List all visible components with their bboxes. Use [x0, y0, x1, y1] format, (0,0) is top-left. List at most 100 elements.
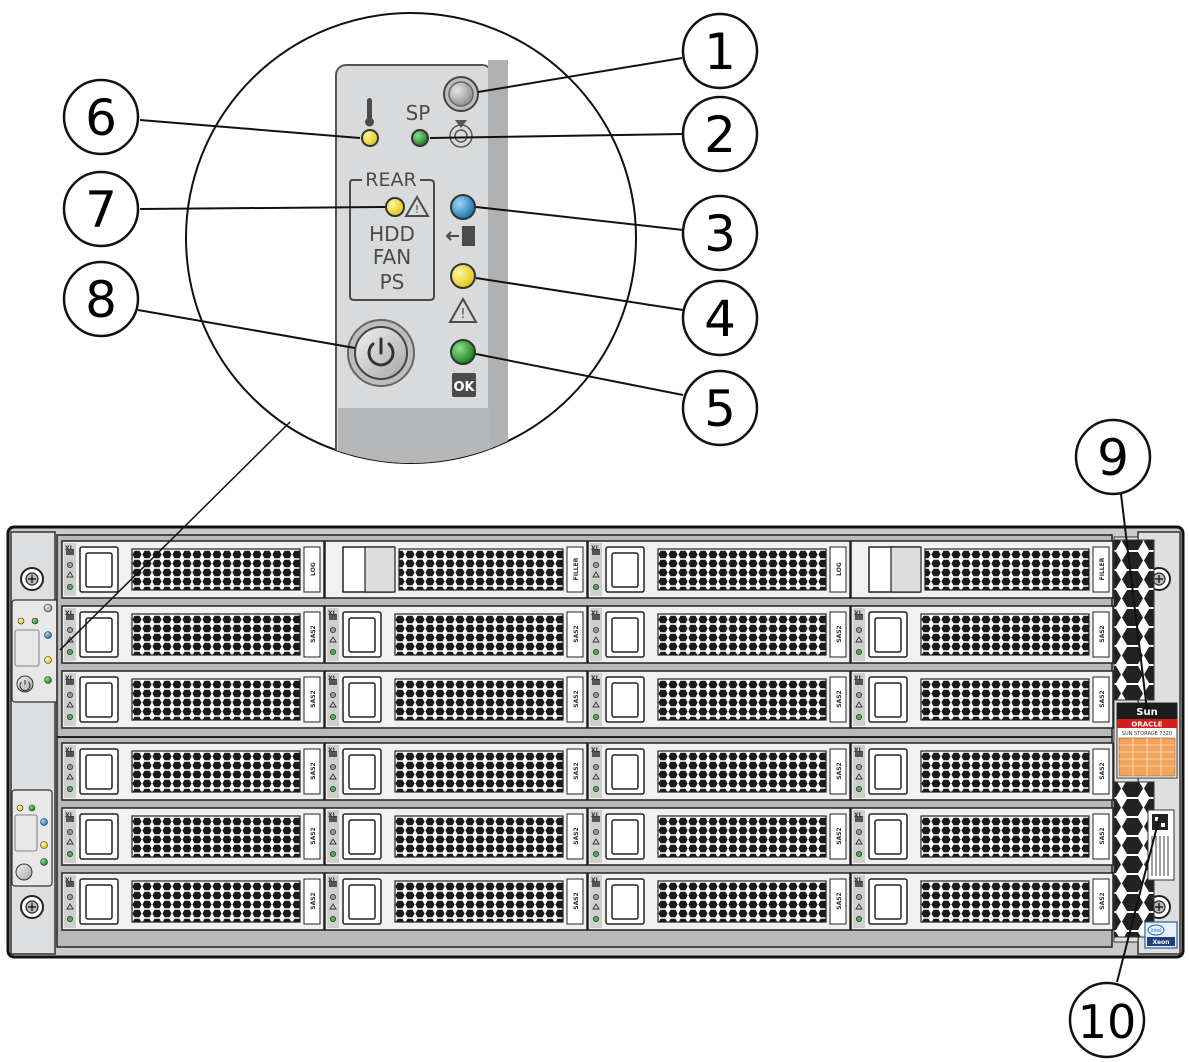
- drive-type-label: FILLER: [573, 557, 580, 580]
- drive-bay: [324, 605, 588, 664]
- drive-filler-panel: [850, 540, 1114, 599]
- callout-2: 2: [681, 95, 759, 173]
- sun-logo: Sun: [1136, 707, 1157, 718]
- drive-bay: [587, 742, 851, 801]
- drive-bay: [587, 540, 851, 599]
- drive-bay: [850, 670, 1114, 729]
- drive-type-label: SAS2: [310, 827, 317, 844]
- rear-fault-led: [385, 197, 405, 217]
- drive-xl-label: XL: [65, 812, 74, 819]
- drive-type-label: SAS2: [836, 762, 843, 779]
- drive-xl-label: XL: [328, 747, 337, 754]
- drive-type-label: SAS2: [573, 625, 580, 642]
- svg-text:3: 3: [704, 205, 736, 263]
- power-button-icon: [367, 337, 395, 367]
- drive-xl-label: XL: [65, 675, 74, 682]
- callout-6: 6: [62, 78, 140, 156]
- svg-text:5: 5: [704, 380, 736, 438]
- drive-xl-label: XL: [65, 877, 74, 884]
- service-action-led: [450, 194, 476, 220]
- mini-control-panel-lower: [11, 789, 53, 887]
- drive-xl-label: XL: [591, 675, 600, 682]
- drive-xl-label: XL: [591, 812, 600, 819]
- svg-text:Xeon: Xeon: [1153, 939, 1170, 946]
- drive-bay: [61, 742, 325, 801]
- drive-bay: [324, 670, 588, 729]
- intel-xeon-badge: intel Xeon: [1144, 921, 1178, 949]
- service-action-icon: [445, 226, 475, 246]
- svg-text:4: 4: [704, 290, 736, 348]
- callout-9: 9: [1074, 418, 1152, 496]
- drive-type-label: SAS2: [310, 690, 317, 707]
- product-label: Sun ORACLE SUN STORAGE 7320: [1116, 702, 1178, 779]
- drive-type-label: SAS2: [1099, 827, 1106, 844]
- drive-bay: [61, 872, 325, 931]
- drive-xl-label: XL: [591, 545, 600, 552]
- callout-7: 7: [62, 170, 140, 248]
- svg-text:1: 1: [704, 23, 736, 81]
- callout-4: 4: [681, 279, 759, 357]
- drive-xl-label: XL: [65, 610, 74, 617]
- drive-type-label: SAS2: [836, 690, 843, 707]
- drive-xl-label: XL: [65, 545, 74, 552]
- sp-label: SP: [406, 101, 431, 125]
- power-ok-led: [450, 339, 476, 365]
- drive-bay: [850, 807, 1114, 866]
- svg-text:8: 8: [85, 271, 117, 329]
- drive-bay: [324, 872, 588, 931]
- fan-label: FAN: [373, 245, 411, 269]
- oracle-logo: ORACLE: [1131, 721, 1162, 729]
- callout-8: 8: [62, 260, 140, 338]
- drive-bay: [587, 670, 851, 729]
- callout-5: 5: [681, 369, 759, 447]
- magnified-view: SP REAR HDD FAN PS !: [59, 12, 637, 651]
- drive-type-label: SAS2: [1099, 892, 1106, 909]
- drive-type-label: SAS2: [573, 827, 580, 844]
- svg-text:2: 2: [704, 106, 736, 164]
- svg-text:intel: intel: [1151, 928, 1162, 934]
- svg-text:6: 6: [85, 89, 117, 147]
- drive-type-label: FILLER: [1099, 557, 1106, 580]
- model-name: SUN STORAGE 7320: [1122, 731, 1172, 737]
- callout-3: 3: [681, 194, 759, 272]
- drive-xl-label: XL: [328, 877, 337, 884]
- drive-xl-label: XL: [854, 812, 863, 819]
- svg-text:!: !: [415, 203, 419, 216]
- drive-bay: [587, 872, 851, 931]
- drive-type-label: SAS2: [836, 892, 843, 909]
- drive-type-label: SAS2: [1099, 690, 1106, 707]
- drive-bay: [850, 742, 1114, 801]
- drive-bay: [324, 807, 588, 866]
- drive-type-label: SAS2: [573, 762, 580, 779]
- drive-xl-label: XL: [591, 877, 600, 884]
- callout-10: 10: [1068, 981, 1146, 1059]
- drive-type-label: LOG: [836, 562, 843, 576]
- overtemp-led: [361, 129, 379, 147]
- rack-screw-icon: [20, 567, 44, 591]
- drive-xl-label: XL: [854, 610, 863, 617]
- drive-type-label: SAS2: [1099, 625, 1106, 642]
- drive-bay: [61, 605, 325, 664]
- drive-type-label: SAS2: [310, 892, 317, 909]
- rack-screw-icon: [20, 895, 44, 919]
- drive-bay: [61, 670, 325, 729]
- ok-label: OK: [453, 380, 475, 395]
- drive-xl-label: XL: [854, 675, 863, 682]
- warning-triangle-icon: [404, 195, 430, 217]
- thermometer-icon: [365, 98, 374, 127]
- drive-type-label: SAS2: [836, 827, 843, 844]
- drive-bay: [324, 742, 588, 801]
- drive-type-label: SAS2: [836, 625, 843, 642]
- drive-bay: [61, 807, 325, 866]
- drive-bay: [61, 540, 325, 599]
- drive-type-label: SAS2: [310, 762, 317, 779]
- locator-icon: [449, 120, 473, 148]
- locator-button[interactable]: [443, 76, 479, 112]
- svg-text:10: 10: [1078, 995, 1137, 1049]
- power-button[interactable]: [347, 319, 415, 387]
- drive-xl-label: XL: [854, 877, 863, 884]
- drive-bay: [587, 807, 851, 866]
- drive-bay: [850, 605, 1114, 664]
